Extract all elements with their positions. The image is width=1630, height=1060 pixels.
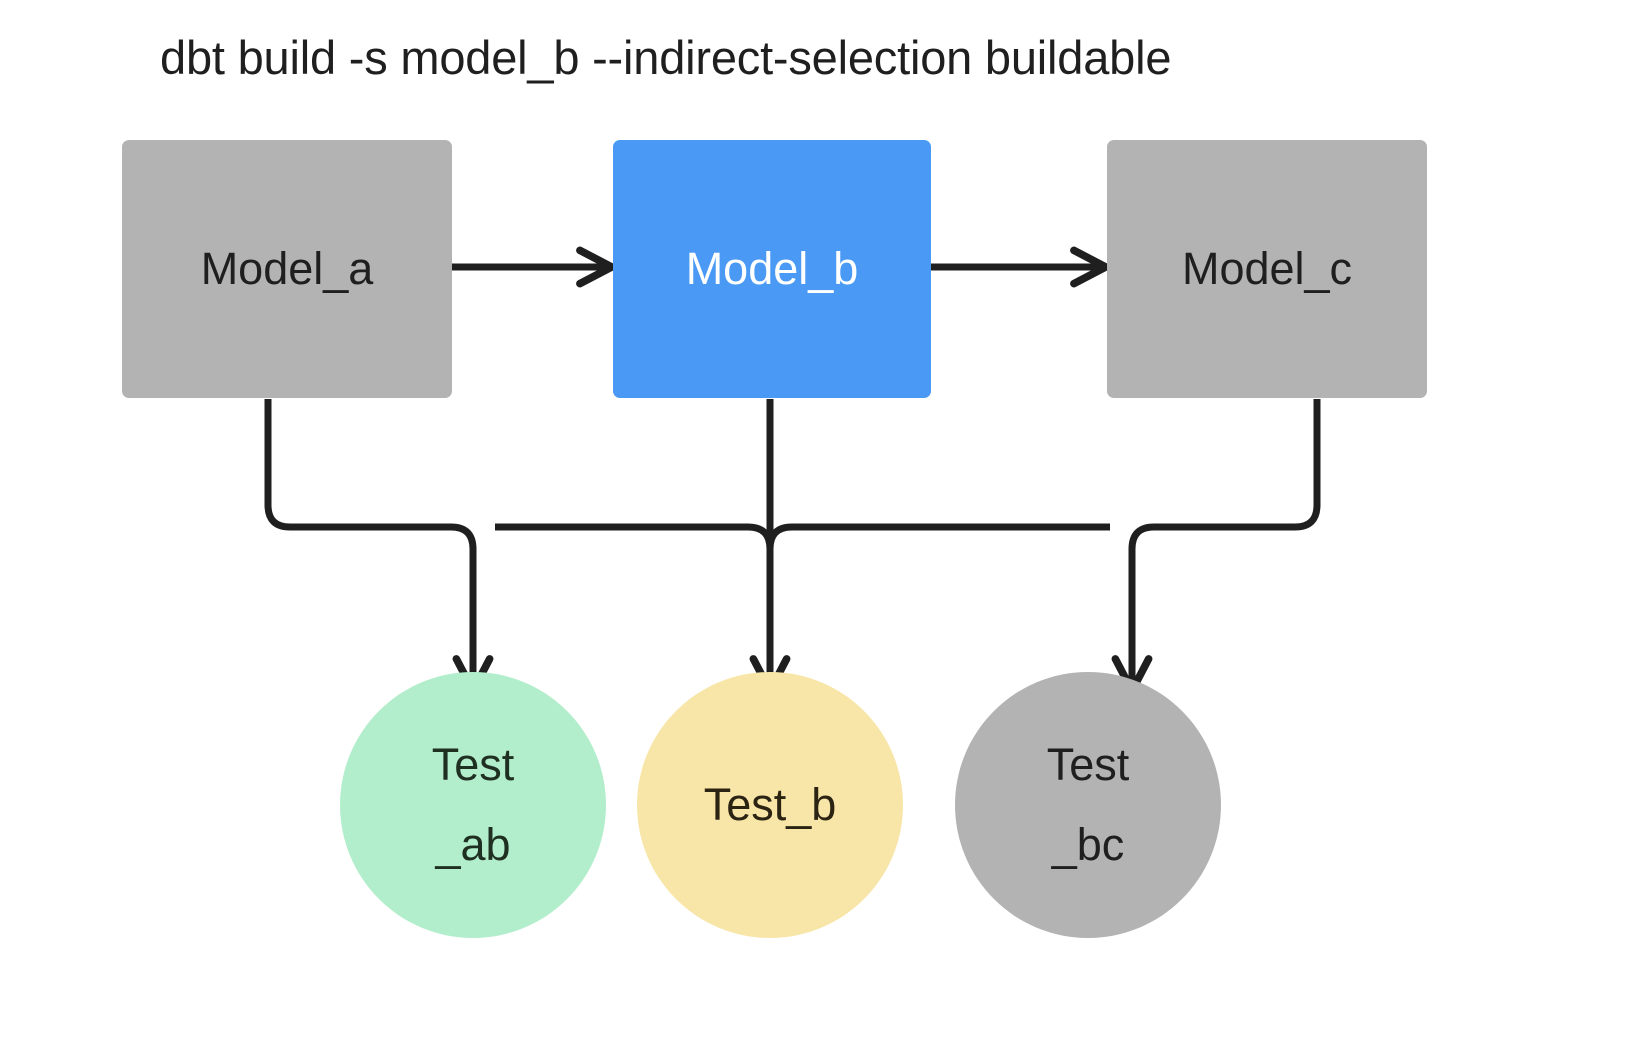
node-model-a[interactable]: Model_a	[122, 140, 452, 398]
node-test-ab-label-line2: _ab	[435, 819, 511, 870]
node-test-bc-label-line1: Test	[1046, 738, 1130, 790]
node-test-bc[interactable]: Test _bc	[955, 672, 1221, 938]
node-model-a-label: Model_a	[200, 243, 374, 295]
node-test-b[interactable]: Test_b	[637, 672, 903, 938]
node-test-b-label-line1: Test_b	[703, 778, 837, 830]
node-model-b-label: Model_b	[685, 243, 859, 295]
edge-bus-left-segment	[495, 523, 774, 550]
node-test-ab[interactable]: Test _ab	[340, 672, 606, 938]
edge-bus-left-curve	[766, 523, 1110, 550]
node-test-ab-label-line1: Test	[431, 738, 515, 790]
diagram-title: dbt build -s model_b --indirect-selectio…	[160, 31, 1172, 84]
node-model-b[interactable]: Model_b	[613, 140, 931, 398]
edge-model-a-to-test-ab	[264, 399, 494, 695]
node-model-c[interactable]: Model_c	[1107, 140, 1427, 398]
node-test-bc-label-line2: _bc	[1051, 819, 1125, 870]
node-model-c-label: Model_c	[1181, 243, 1353, 295]
edge-model-c-to-test-bc	[1111, 399, 1321, 695]
